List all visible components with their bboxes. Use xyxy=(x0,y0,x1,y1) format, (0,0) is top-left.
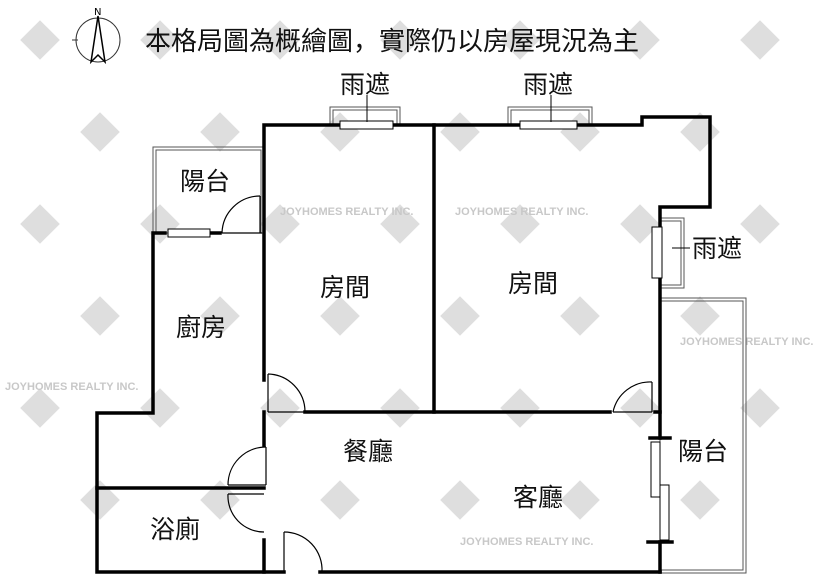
watermark-logo-icon xyxy=(200,112,240,152)
watermark-logo-icon xyxy=(20,20,60,60)
watermark-logo-icon xyxy=(200,296,240,336)
watermark-layer: JOYHOMES REALTY INC. JOYHOMES REALTY INC.… xyxy=(5,20,813,548)
label-canopy: 雨遮 xyxy=(523,70,573,99)
watermark-logo-icon xyxy=(620,388,660,428)
watermark-logo-icon xyxy=(500,388,540,428)
watermark-text: JOYHOMES REALTY INC. xyxy=(5,381,138,393)
north-compass-icon: N xyxy=(72,7,121,65)
watermark-logo-icon xyxy=(80,112,120,152)
label-kitchen: 廚房 xyxy=(176,313,226,342)
walls xyxy=(95,115,712,574)
watermark-logo-icon xyxy=(680,480,720,520)
watermark-logo-icon xyxy=(740,388,780,428)
window xyxy=(519,120,578,130)
watermark-logo-icon xyxy=(80,480,120,520)
watermark-logo-icon xyxy=(20,388,60,428)
watermark-logo-icon xyxy=(380,388,420,428)
window xyxy=(651,226,663,279)
watermark-text: JOYHOMES REALTY INC. xyxy=(280,206,413,218)
compass-letter: N xyxy=(94,7,101,18)
watermark-logo-icon xyxy=(320,296,360,336)
label-dining: 餐廳 xyxy=(343,437,393,466)
watermark-logo-icon xyxy=(80,296,120,336)
sliding-door xyxy=(659,484,670,541)
watermark-logo-icon xyxy=(560,112,600,152)
watermark-logo-icon xyxy=(440,480,480,520)
label-bedroom: 房間 xyxy=(508,269,558,298)
canopy-right xyxy=(659,217,685,289)
watermark-text: JOYHOMES REALTY INC. xyxy=(460,536,593,548)
window xyxy=(339,120,394,130)
watermark-logo-icon xyxy=(20,204,60,244)
watermark-logo-icon xyxy=(740,20,780,60)
watermark-logo-icon xyxy=(200,480,240,520)
watermark-logo-icon xyxy=(440,112,480,152)
watermark-logo-icon xyxy=(560,296,600,336)
watermark-logo-icon xyxy=(320,480,360,520)
disclaimer-text: 本格局圖為概繪圖，實際仍以房屋現況為主 xyxy=(145,27,639,57)
watermark-logo-icon xyxy=(680,296,720,336)
watermark-logo-icon xyxy=(140,20,180,60)
watermark-logo-icon xyxy=(140,388,180,428)
watermark-text: JOYHOMES REALTY INC. xyxy=(680,336,813,348)
label-canopy: 雨遮 xyxy=(340,70,390,99)
label-bathroom: 浴廁 xyxy=(150,515,200,544)
label-canopy: 雨遮 xyxy=(692,234,742,263)
door-bedroom-1[interactable] xyxy=(267,373,306,413)
watermark-text: JOYHOMES REALTY INC. xyxy=(455,206,588,218)
door-bathroom[interactable] xyxy=(227,493,265,533)
watermark-logo-icon xyxy=(380,204,420,244)
watermark-logo-icon xyxy=(500,204,540,244)
watermark-logo-icon xyxy=(560,480,600,520)
watermark-logo-icon xyxy=(260,388,300,428)
label-living: 客廳 xyxy=(513,483,563,512)
watermark-logo-icon xyxy=(620,20,660,60)
watermark-logo-icon xyxy=(140,204,180,244)
label-balcony: 陽台 xyxy=(678,437,728,466)
door-kitchen[interactable] xyxy=(227,446,267,486)
label-balcony: 陽台 xyxy=(180,167,230,196)
door-bedroom-2[interactable] xyxy=(612,381,653,413)
door-entrance[interactable] xyxy=(283,531,323,573)
watermark-logo-icon xyxy=(320,112,360,152)
watermark-logo-icon xyxy=(440,296,480,336)
watermark-logo-icon xyxy=(740,204,780,244)
window xyxy=(167,228,211,238)
sliding-door xyxy=(650,441,661,498)
watermark-logo-icon xyxy=(620,204,660,244)
watermark-logo-icon xyxy=(260,204,300,244)
door-small-balcony[interactable] xyxy=(221,195,262,234)
label-bedroom: 房間 xyxy=(320,273,370,302)
